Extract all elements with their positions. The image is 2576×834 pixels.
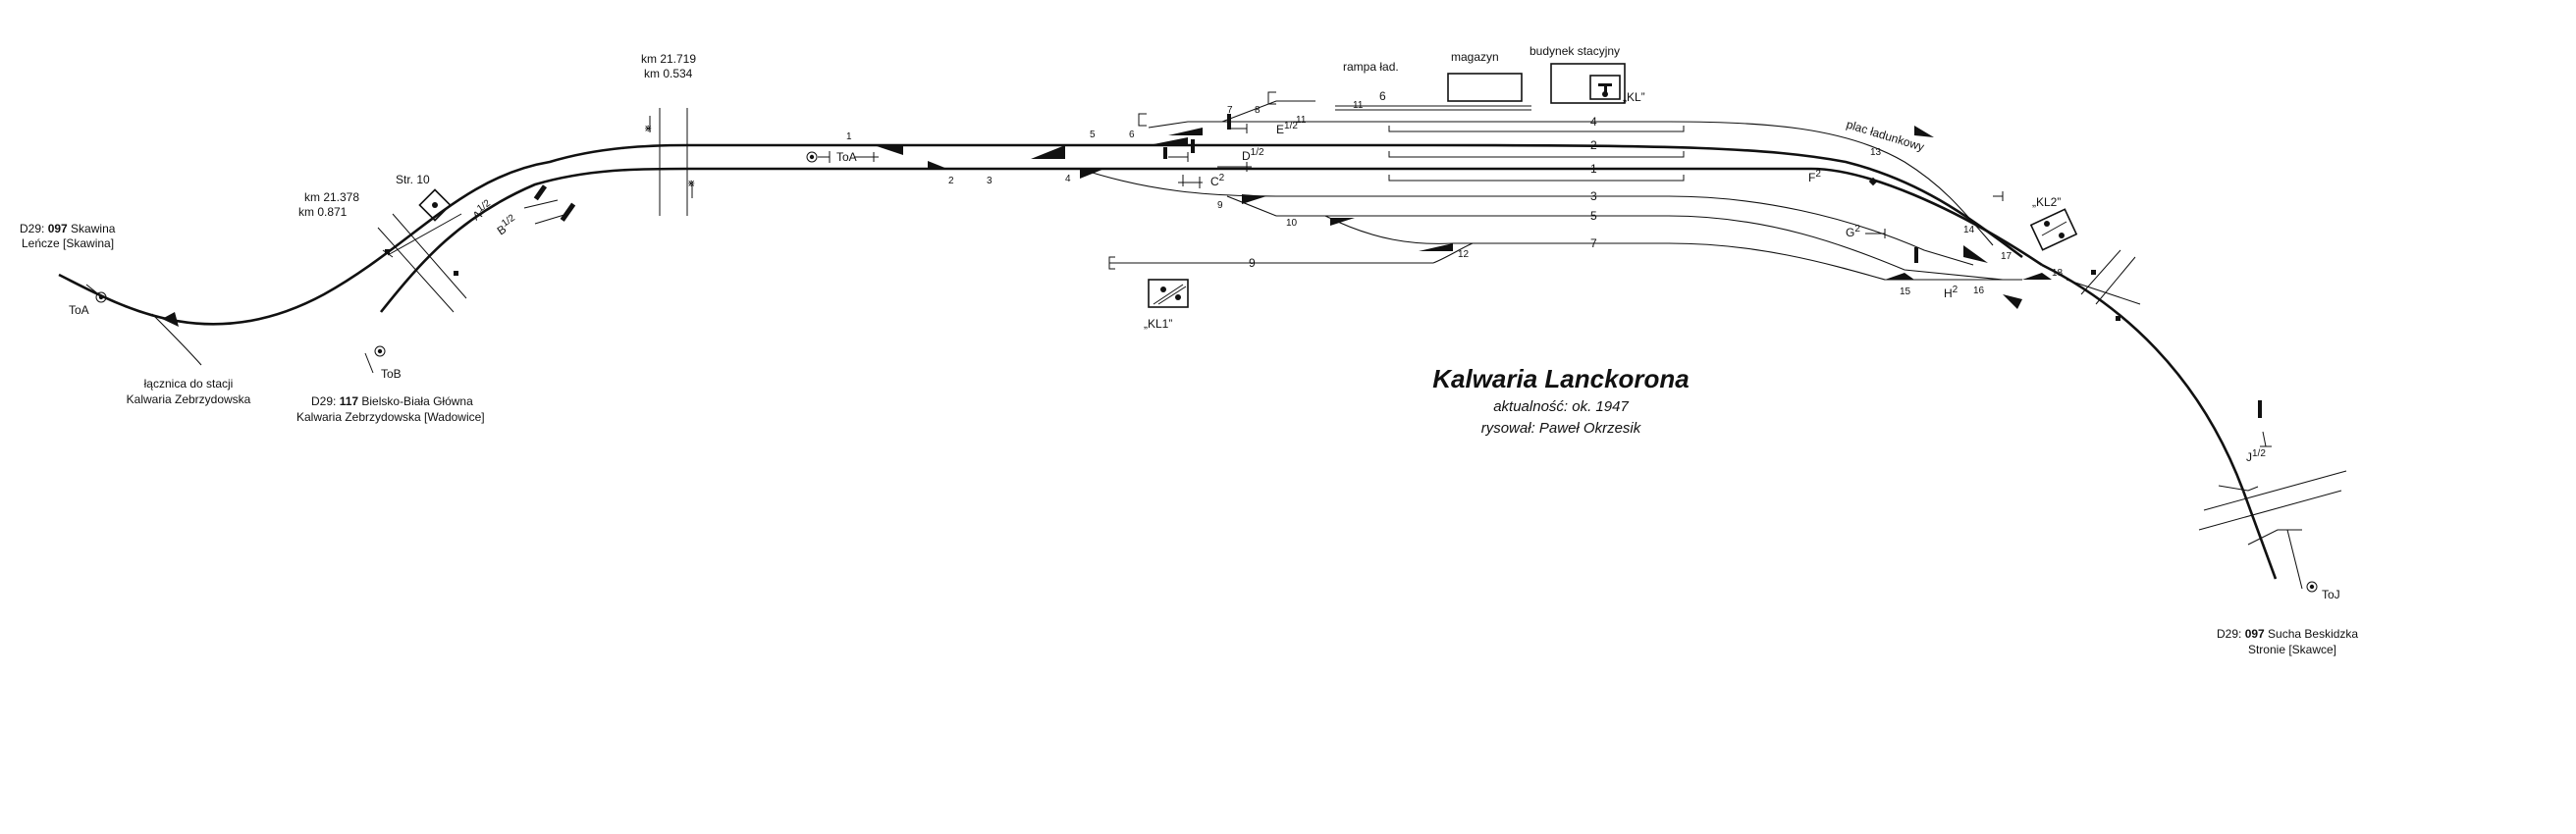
track-11: 11 [1353,100,1364,111]
buildings [1148,63,2078,308]
left-approach: ⋇ ⋇ [58,108,695,366]
signal-tob: ToB [381,367,402,381]
station-stronie: Stronie [Skawce] [2248,643,2336,656]
track-7: 7 [1590,236,1597,250]
km-a2: km 0.871 [298,205,348,219]
diagram-author: rysował: Paweł Okrzesik [1481,420,1642,437]
km-a1: km 21.378 [304,190,359,204]
signal-toa-left: ToA [69,303,89,317]
signal-j: J1/2 [2246,448,2266,464]
line-bielsko: D29: 117 Bielsko-Biała Główna [311,394,473,408]
track-3: 3 [1590,189,1597,203]
switch-4: 4 [1065,174,1071,184]
svg-text:⋇: ⋇ [687,179,695,189]
km-b1: km 21.719 [641,52,696,66]
switch-15: 15 [1900,287,1911,297]
switch-6: 6 [1129,130,1135,140]
switch-18: 18 [2052,268,2064,279]
signal-f: F2 [1808,169,1821,184]
switch-1: 1 [846,131,852,142]
switch-5: 5 [1090,130,1096,140]
labels: Kalwaria Lanckorona aktualność: ok. 1947… [20,44,2358,656]
switch-9: 9 [1217,200,1223,211]
magazyn-label: magazyn [1451,50,1499,64]
kl-label: „KL” [1623,90,1645,104]
str10-label: Str. 10 [396,173,430,186]
station-kalwaria-zebrzydowska: Kalwaria Zebrzydowska [Wadowice] [296,410,485,424]
line-sucha: D29: 097 Sucha Beskidzka [2217,627,2358,641]
station-tracks [85,91,2347,593]
track-2: 2 [1590,138,1597,152]
switch-12: 12 [1458,249,1470,260]
kl2-label: „KL2” [2032,195,2061,209]
station-lencze: Leńcze [Skawina] [22,236,114,250]
switch-13: 13 [1870,147,1882,158]
str10-box [418,188,452,222]
budynek-stacyjny-box [1550,63,1626,104]
switch-7: 7 [1227,105,1233,116]
signal-b: B1/2 [494,213,520,238]
switch-14: 14 [1963,225,1975,235]
track-5: 5 [1590,209,1597,223]
switch-11: 11 [1296,115,1307,126]
connector-line1: łącznica do stacji [144,377,234,391]
magazyn-box [1447,73,1523,102]
switch-17: 17 [2001,251,2012,262]
diagram-title: Kalwaria Lanckorona [1432,364,1690,393]
diagram-date: aktualność: ok. 1947 [1493,398,1629,415]
kl1-label: „KL1” [1144,317,1172,331]
track-1: 1 [1590,162,1597,176]
connector-line2: Kalwaria Zebrzydowska [127,392,251,406]
switch-2: 2 [948,176,954,186]
switch-10: 10 [1286,218,1298,229]
km-b2: km 0.534 [644,67,693,80]
svg-text:⋇: ⋇ [644,124,652,134]
switch-3: 3 [987,176,993,186]
track-9: 9 [1249,256,1256,270]
track-4: 4 [1590,115,1597,129]
signal-d: D1/2 [1242,147,1264,163]
track-6: 6 [1379,89,1386,103]
kl2-box [2029,208,2078,251]
budynek-label: budynek stacyjny [1530,44,1620,58]
line-skawina: D29: 097 Skawina [20,222,116,235]
signal-toj: ToJ [2322,588,2340,601]
signal-h: H2 [1944,285,1959,300]
kl1-box [1148,279,1189,308]
signal-toa-mid: ToA [836,150,857,164]
switch-16: 16 [1973,286,1985,296]
signal-g: G2 [1846,224,1860,239]
plac-label: plac ładunkowy [1845,117,1926,153]
signal-c: C2 [1210,173,1225,188]
rampa-label: rampa ład. [1343,60,1399,74]
signal-e: E1/2 [1276,121,1298,136]
switch-8: 8 [1255,105,1261,116]
